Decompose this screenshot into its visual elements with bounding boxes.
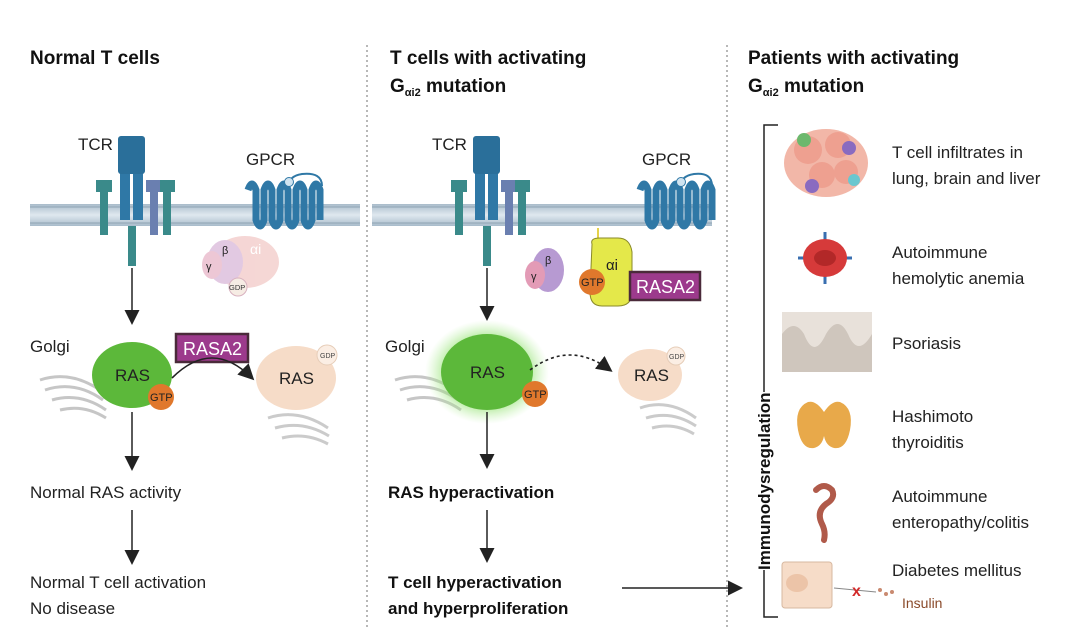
gamma-label: γ (206, 261, 212, 273)
manifestation-6: Diabetes mellitus (892, 561, 1021, 580)
manifestation-3: Psoriasis (892, 334, 961, 353)
gpcr-receptor-icon (636, 172, 716, 230)
gtp-badge (148, 384, 174, 410)
gtp-label: GTP (524, 389, 547, 401)
panel-title: Normal T cells (30, 48, 160, 69)
gdp2-label: GDP (320, 353, 336, 360)
block-mark-icon: x (852, 583, 861, 600)
g-protein-icon (202, 236, 279, 297)
panel-title-line1: T cells with activating (390, 48, 586, 69)
golgi-right-icon (267, 413, 330, 446)
golgi-icon (39, 375, 107, 420)
gpcr-label: GPCR (642, 150, 691, 169)
ras-off-label: RAS (279, 369, 314, 388)
ras-label: RAS (470, 363, 505, 382)
alpha-label: αi (250, 241, 261, 257)
gtp-alpha-label: GTP (581, 277, 604, 289)
tcr-receptor-icon (96, 136, 175, 266)
beta-cell-icon (781, 561, 894, 609)
ras-hyperactive-icon (441, 334, 533, 410)
outcome-t-cell-hyper: T cell hyperactivation (388, 573, 562, 592)
panel-normal: Normal T cells TCR GPCR (30, 48, 360, 618)
golgi-label: Golgi (385, 337, 425, 356)
panel-title-line2: Gαi2 mutation (748, 76, 864, 99)
manifestation-4-line2: thyroiditis (892, 433, 964, 452)
rasa2-label: RASA2 (183, 339, 242, 359)
rasa2-box (628, 270, 702, 302)
outcome-ras-activity: Normal RAS activity (30, 483, 182, 502)
thyroid-icon (797, 401, 851, 449)
outcome-proliferation: and hyperproliferation (388, 599, 568, 618)
arrow-impaired-inactivation (529, 354, 613, 372)
gdp-badge (666, 346, 686, 366)
gdp-badge (316, 344, 338, 366)
panel-patients: Patients with activating Gαi2 mutation I… (748, 48, 1041, 618)
panel-title-line1: Patients with activating (748, 48, 959, 69)
ras-label: RAS (115, 366, 150, 385)
manifestation-5-line2: enteropathy/colitis (892, 513, 1029, 532)
golgi-label: Golgi (30, 337, 70, 356)
outcome-t-cell: Normal T cell activation (30, 573, 206, 592)
panel-mutant: T cells with activating Gαi2 mutation TC… (372, 48, 743, 618)
gpcr-label: GPCR (246, 150, 295, 169)
gtp-badge (522, 381, 548, 407)
ras-off-label: RAS (634, 366, 669, 385)
outcome-ras-hyper: RAS hyperactivation (388, 483, 554, 502)
manifestation-1-line2: lung, brain and liver (892, 169, 1041, 188)
manifestation-5-line1: Autoimmune (892, 487, 987, 506)
tcr-label: TCR (78, 135, 113, 154)
manifestation-1-line1: T cell infiltrates in (892, 143, 1023, 162)
ras-inactive-icon (256, 346, 336, 410)
gtp-label: GTP (150, 392, 173, 404)
intestine-icon (813, 483, 837, 543)
g-beta-gamma-icon (525, 248, 564, 292)
rasa2-label: RASA2 (636, 277, 695, 297)
manifestation-2-line2: hemolytic anemia (892, 269, 1025, 288)
insulin-label: Insulin (902, 595, 942, 611)
gpcr-receptor-icon (244, 172, 324, 230)
gdp-label: GDP (669, 354, 685, 361)
beta-label: β (222, 245, 228, 257)
immunodysregulation-bracket (763, 124, 778, 618)
golgi-right-icon (639, 403, 697, 436)
alpha-label: αi (606, 257, 618, 274)
beta-label: β (545, 255, 551, 267)
gtp-badge (579, 269, 605, 295)
red-blood-cell-icon (798, 232, 852, 284)
gdp-label: GDP (229, 283, 245, 292)
bracket-label: Immunodysregulation (755, 392, 774, 570)
skin-layer-icon (782, 312, 872, 372)
tcr-label: TCR (432, 135, 467, 154)
lung-infiltrate-icon (784, 129, 868, 197)
gamma-label: γ (531, 271, 537, 283)
ras-inactive-icon (618, 349, 682, 401)
arrow-ras-inactivation (171, 357, 255, 381)
panel-title-line2: Gαi2 mutation (390, 76, 506, 99)
tcr-receptor-icon (451, 136, 530, 266)
manifestation-4-line1: Hashimoto (892, 407, 973, 426)
manifestation-2-line1: Autoimmune (892, 243, 987, 262)
outcome-disease: No disease (30, 599, 115, 618)
